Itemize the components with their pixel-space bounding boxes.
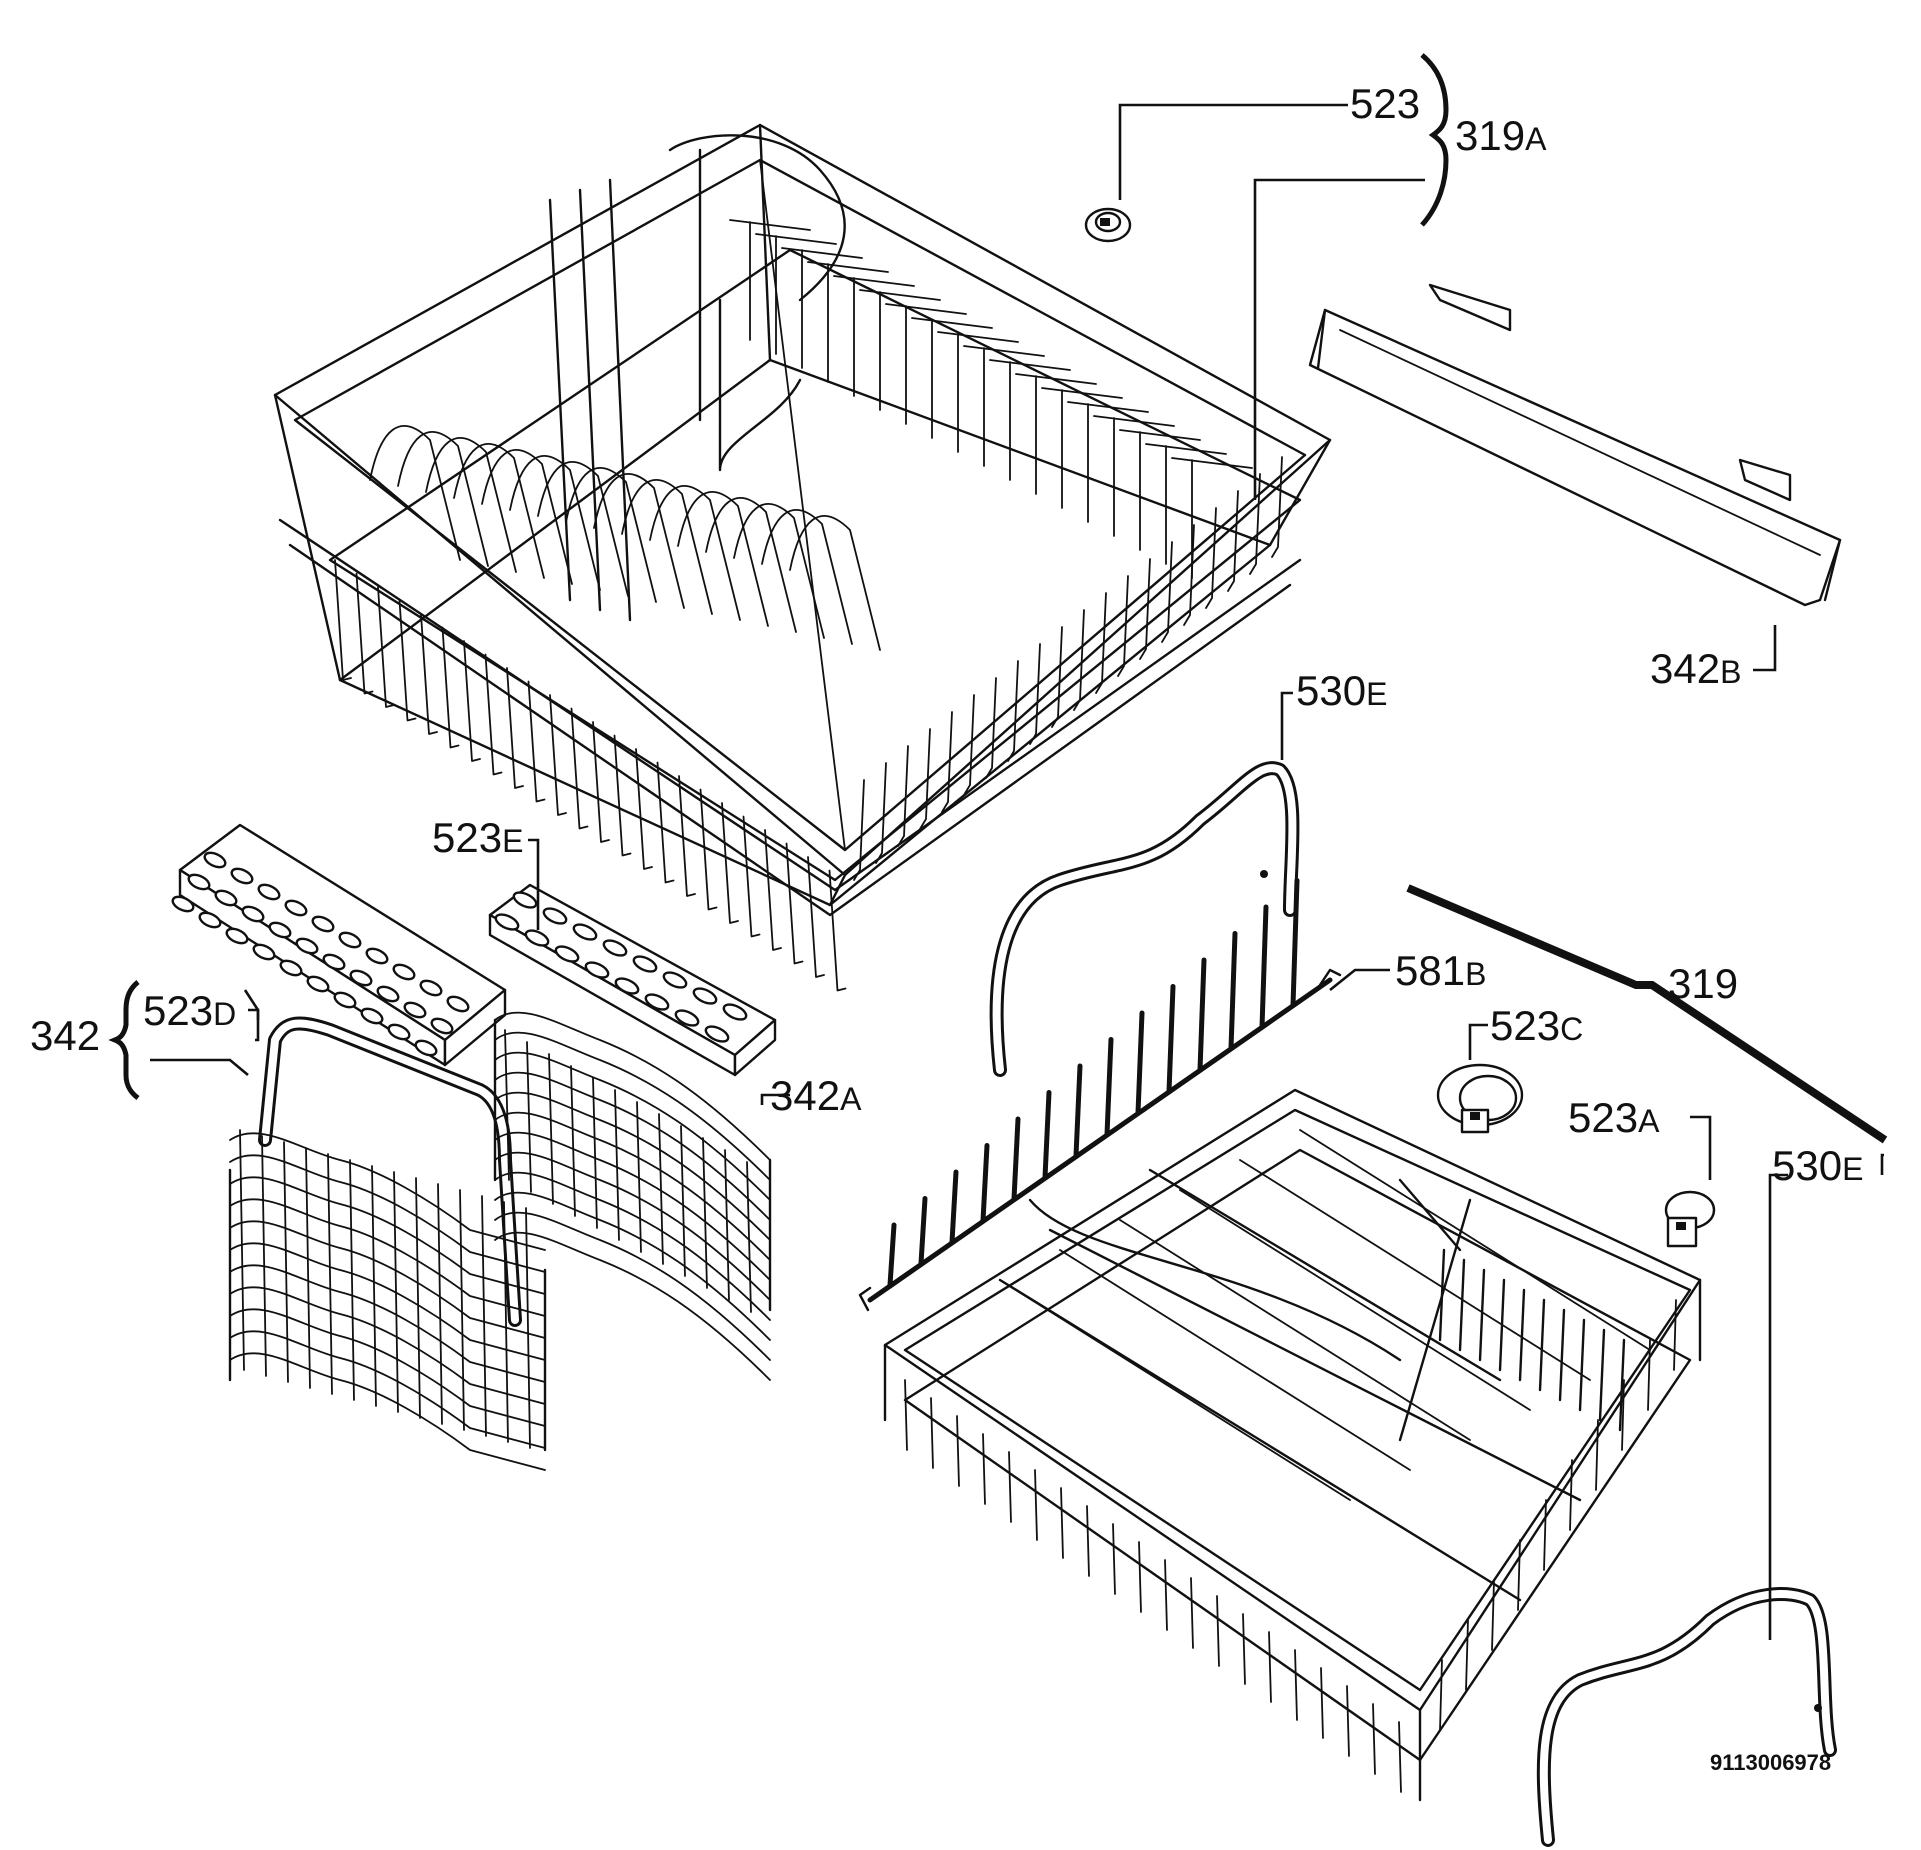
lower-basket	[883, 1088, 1702, 1802]
cutlery-basket-342	[228, 1016, 547, 1471]
upper-basket	[273, 123, 1332, 917]
leader-lines	[108, 53, 1888, 1640]
svg-text:342: 342	[30, 1012, 100, 1059]
callout-342: 342	[30, 1012, 100, 1059]
svg-text:581B: 581B	[1395, 947, 1486, 994]
cutlery-tray-523e	[488, 883, 777, 1077]
wheel-523a	[1664, 1190, 1716, 1248]
document-number: 9113006978	[1710, 1750, 1831, 1775]
svg-text:319A: 319A	[1455, 112, 1547, 159]
svg-text:523E: 523E	[432, 814, 523, 861]
upper-basket-right-uprights	[853, 456, 1283, 881]
svg-text:530E: 530E	[1772, 1142, 1863, 1189]
wheel-523c	[1436, 1063, 1524, 1134]
callout-342a: 342A	[770, 1072, 862, 1119]
svg-text:523A: 523A	[1568, 1094, 1660, 1141]
upper-basket-front-uprights	[334, 559, 847, 992]
wheel-523	[1084, 207, 1132, 243]
svg-text:523C: 523C	[1490, 1002, 1583, 1049]
svg-text:342B: 342B	[1650, 645, 1741, 692]
upper-basket-cup-rack	[729, 219, 1253, 579]
callout-342b: 342B	[1650, 645, 1741, 692]
callout-523a: 523A	[1568, 1094, 1660, 1141]
cutlery-tray-523d	[171, 823, 507, 1067]
svg-text:523: 523	[1350, 80, 1420, 127]
side-rack-342b	[1308, 283, 1842, 607]
svg-text:530E: 530E	[1296, 667, 1387, 714]
callout-530e-right: 530E	[1772, 1142, 1863, 1189]
callout-319: 319	[1668, 960, 1738, 1007]
cutlery-basket-342a	[493, 1011, 772, 1381]
svg-text:319: 319	[1668, 960, 1738, 1007]
callout-523: 523	[1350, 80, 1420, 127]
callout-530e-top: 530E	[1296, 667, 1387, 714]
tine-rack-581b	[858, 878, 1342, 1312]
callout-523e: 523E	[432, 814, 523, 861]
upper-basket-plate-tines	[369, 425, 881, 651]
rail-530e-top	[989, 761, 1300, 1077]
callout-523c: 523C	[1490, 1002, 1583, 1049]
callout-319a: 319A	[1455, 112, 1547, 159]
rail-530e-right	[1536, 1587, 1837, 1847]
callout-523d: 523D	[143, 987, 236, 1034]
callout-581b: 581B	[1395, 947, 1486, 994]
svg-text:523D: 523D	[143, 987, 236, 1034]
svg-text:342A: 342A	[770, 1072, 862, 1119]
